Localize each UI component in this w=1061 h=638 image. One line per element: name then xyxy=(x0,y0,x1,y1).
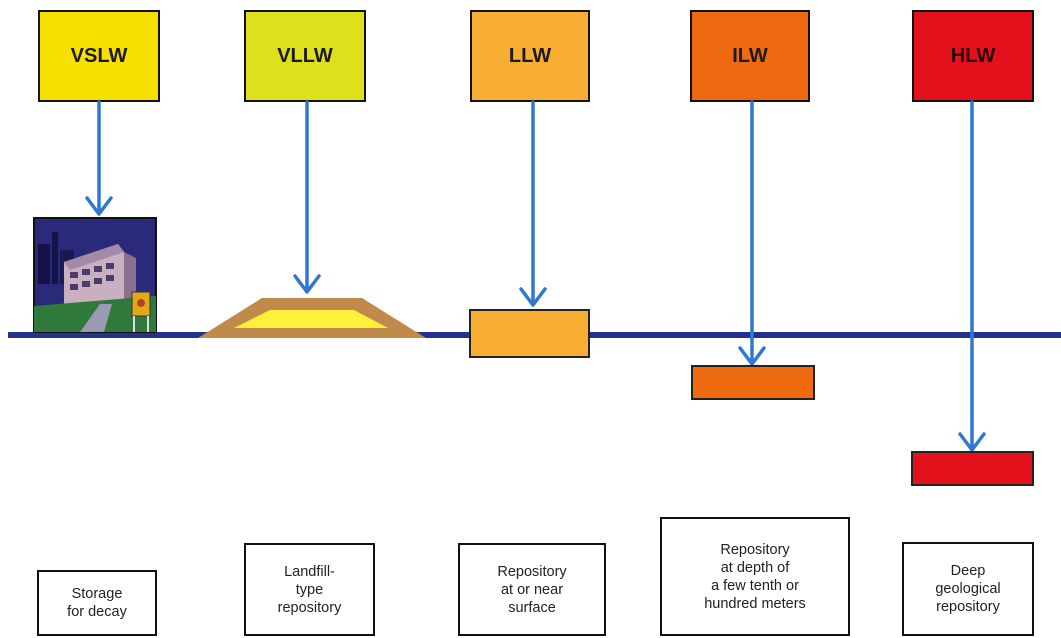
disposal-label-vslw: Storage for decay xyxy=(37,570,157,636)
category-box-ilw: ILW xyxy=(690,10,810,102)
category-label-llw: LLW xyxy=(508,44,552,67)
disposal-label-ilw: Repository at depth of a few tenth or hu… xyxy=(660,517,850,636)
llw-repository-block xyxy=(469,309,590,358)
arrow-vslw xyxy=(85,100,113,216)
category-box-vllw: VLLW xyxy=(244,10,366,102)
arrow-hlw xyxy=(958,100,986,452)
arrow-vllw xyxy=(293,100,321,294)
category-box-vslw: VSLW xyxy=(38,10,160,102)
category-box-hlw: HLW xyxy=(912,10,1034,102)
disposal-label-llw: Repository at or near surface xyxy=(458,543,606,636)
category-label-ilw: ILW xyxy=(732,44,768,67)
category-label-hlw: HLW xyxy=(950,44,996,67)
hlw-repository-block xyxy=(911,451,1034,486)
arrow-llw xyxy=(519,100,547,307)
disposal-label-vllw: Landfill- type repository xyxy=(244,543,375,636)
category-label-vslw: VSLW xyxy=(70,44,128,67)
landfill-repository-shape xyxy=(198,298,426,338)
category-box-llw: LLW xyxy=(470,10,590,102)
category-label-vllw: VLLW xyxy=(277,44,333,67)
storage-building-icon xyxy=(33,217,157,333)
arrow-ilw xyxy=(738,100,766,366)
disposal-label-hlw: Deep geological repository xyxy=(902,542,1034,636)
ilw-repository-block xyxy=(691,365,815,400)
